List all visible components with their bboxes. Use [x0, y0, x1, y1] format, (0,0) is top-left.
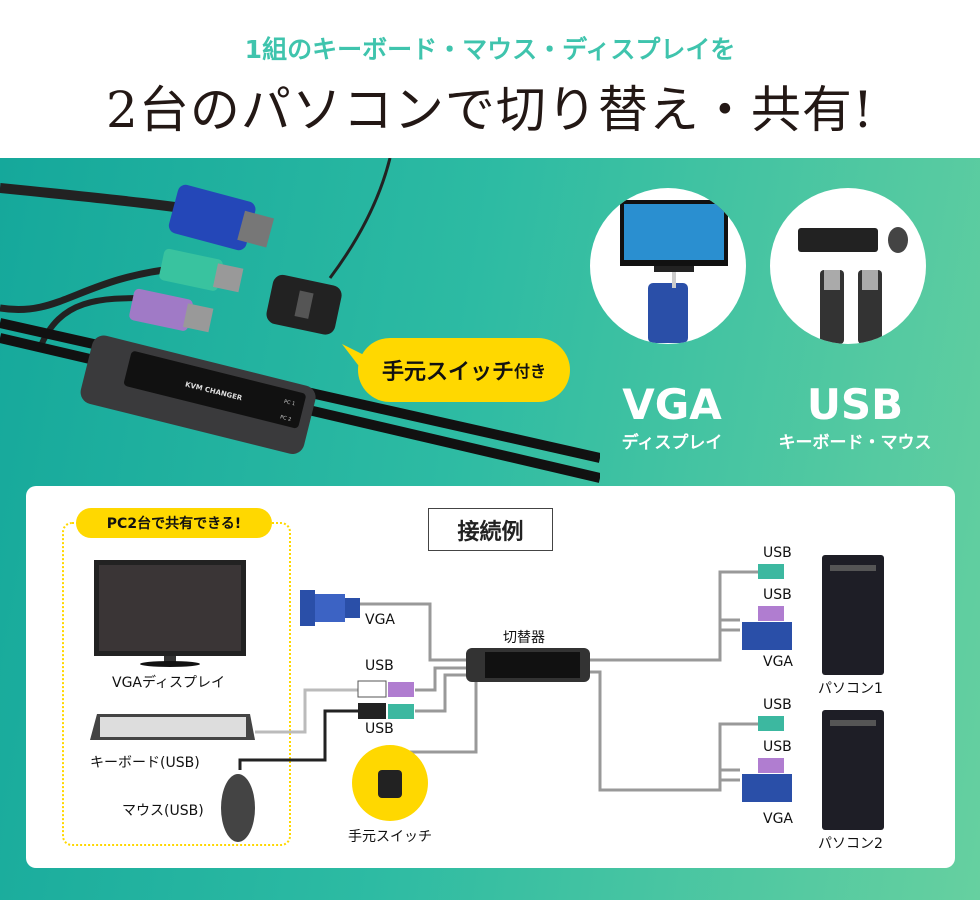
- mouse-icon: [221, 774, 255, 842]
- hand-switch-icon: [378, 770, 402, 798]
- vga-connector: [168, 184, 275, 251]
- pc2-connectors: [742, 716, 792, 802]
- vga-label: VGA: [365, 612, 396, 628]
- kvm-changer-device: KVM CHANGER PC 1 PC 2: [80, 335, 316, 455]
- page-title: 2台のパソコンで切り替え・共有!: [106, 81, 874, 139]
- bubble-text: 手元スイッチ: [381, 360, 514, 385]
- pc1-usb2-label: USB: [763, 587, 792, 603]
- usb-title: USB: [806, 380, 904, 429]
- vga-subtitle: ディスプレイ: [621, 433, 723, 453]
- display-label: VGAディスプレイ: [112, 675, 226, 691]
- port1-label: PC 1: [283, 399, 295, 408]
- pc1-tower-icon: [822, 555, 884, 675]
- vga-title: VGA: [622, 380, 722, 429]
- diagram-title: 接続例: [428, 508, 553, 551]
- hand-switch: [266, 274, 342, 335]
- usb-kbd-mouse-circle: [770, 188, 926, 344]
- usb-connectors-icon: [357, 680, 414, 719]
- hand-switch-bubble: 手元スイッチ付き: [358, 338, 570, 402]
- switcher-label: 切替器: [503, 630, 545, 646]
- vga-connector-icon: [300, 590, 360, 626]
- hand-switch-label: 手元スイッチ: [348, 829, 432, 845]
- pc2-usb1-label: USB: [763, 697, 792, 713]
- usb-subtitle: キーボード・マウス: [778, 433, 932, 453]
- usb-top-label: USB: [365, 658, 394, 674]
- pc2-label: パソコン2: [818, 836, 883, 852]
- usb-green-connector: [159, 248, 244, 293]
- pc2-usb2-label: USB: [763, 739, 792, 755]
- pc2-vga-label: VGA: [763, 811, 794, 827]
- keyboard-icon: [90, 714, 255, 740]
- subtitle: 1組のキーボード・マウス・ディスプレイを: [244, 35, 736, 64]
- pc1-usb1-label: USB: [763, 545, 792, 561]
- share-badge: PC2台で共有できる!: [76, 508, 272, 538]
- mouse-label: マウス(USB): [122, 803, 204, 819]
- usb-bottom-label: USB: [365, 721, 394, 737]
- pc2-tower-icon: [822, 710, 884, 830]
- vga-display-circle: [590, 188, 746, 344]
- bubble-suffix: 付き: [514, 362, 547, 381]
- keyboard-label: キーボード(USB): [90, 755, 200, 771]
- pc1-vga-label: VGA: [763, 654, 794, 670]
- pc1-label: パソコン1: [818, 681, 883, 697]
- usb-purple-connector: [129, 288, 214, 333]
- product-photo: KVM CHANGER PC 1 PC 2: [0, 158, 600, 483]
- pc1-connectors: [742, 564, 792, 650]
- kvm-switcher-icon: [466, 648, 590, 682]
- port2-label: PC 2: [279, 414, 291, 423]
- monitor-icon: [94, 560, 246, 667]
